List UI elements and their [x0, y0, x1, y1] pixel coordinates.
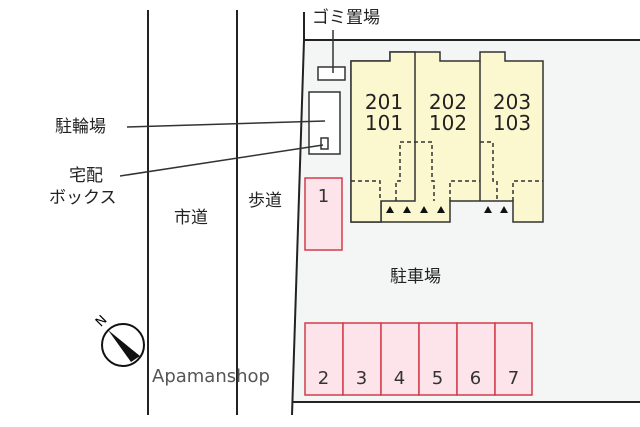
parking-space-1 [304, 177, 343, 251]
city-road-label: 市道 [174, 208, 208, 228]
lot-boundary [291, 39, 305, 416]
delivery-box-label-1: 宅配 [69, 166, 103, 186]
parking-number: 1 [317, 186, 330, 207]
parking-number: 4 [393, 368, 406, 389]
delivery-box [320, 137, 329, 150]
parking-lot-label: 駐車場 [390, 267, 441, 287]
watermark: Apamanshop [152, 366, 270, 387]
bicycle-label: 駐輪場 [55, 117, 106, 137]
garbage-area [317, 66, 346, 81]
parking-row [304, 322, 533, 396]
delivery-box-label-2: ボックス [49, 188, 117, 208]
sidewalk-label: 歩道 [248, 191, 282, 211]
entrance-markers [386, 206, 508, 213]
parking-number: 2 [317, 368, 330, 389]
parking-number: 6 [469, 368, 482, 389]
parking-number: 5 [431, 368, 444, 389]
parking-number: 7 [507, 368, 520, 389]
garbage-label: ゴミ置場 [312, 8, 380, 28]
building [350, 51, 544, 223]
north-label: N [93, 313, 110, 330]
parking-number: 3 [355, 368, 368, 389]
north-compass-icon: N [93, 313, 145, 367]
